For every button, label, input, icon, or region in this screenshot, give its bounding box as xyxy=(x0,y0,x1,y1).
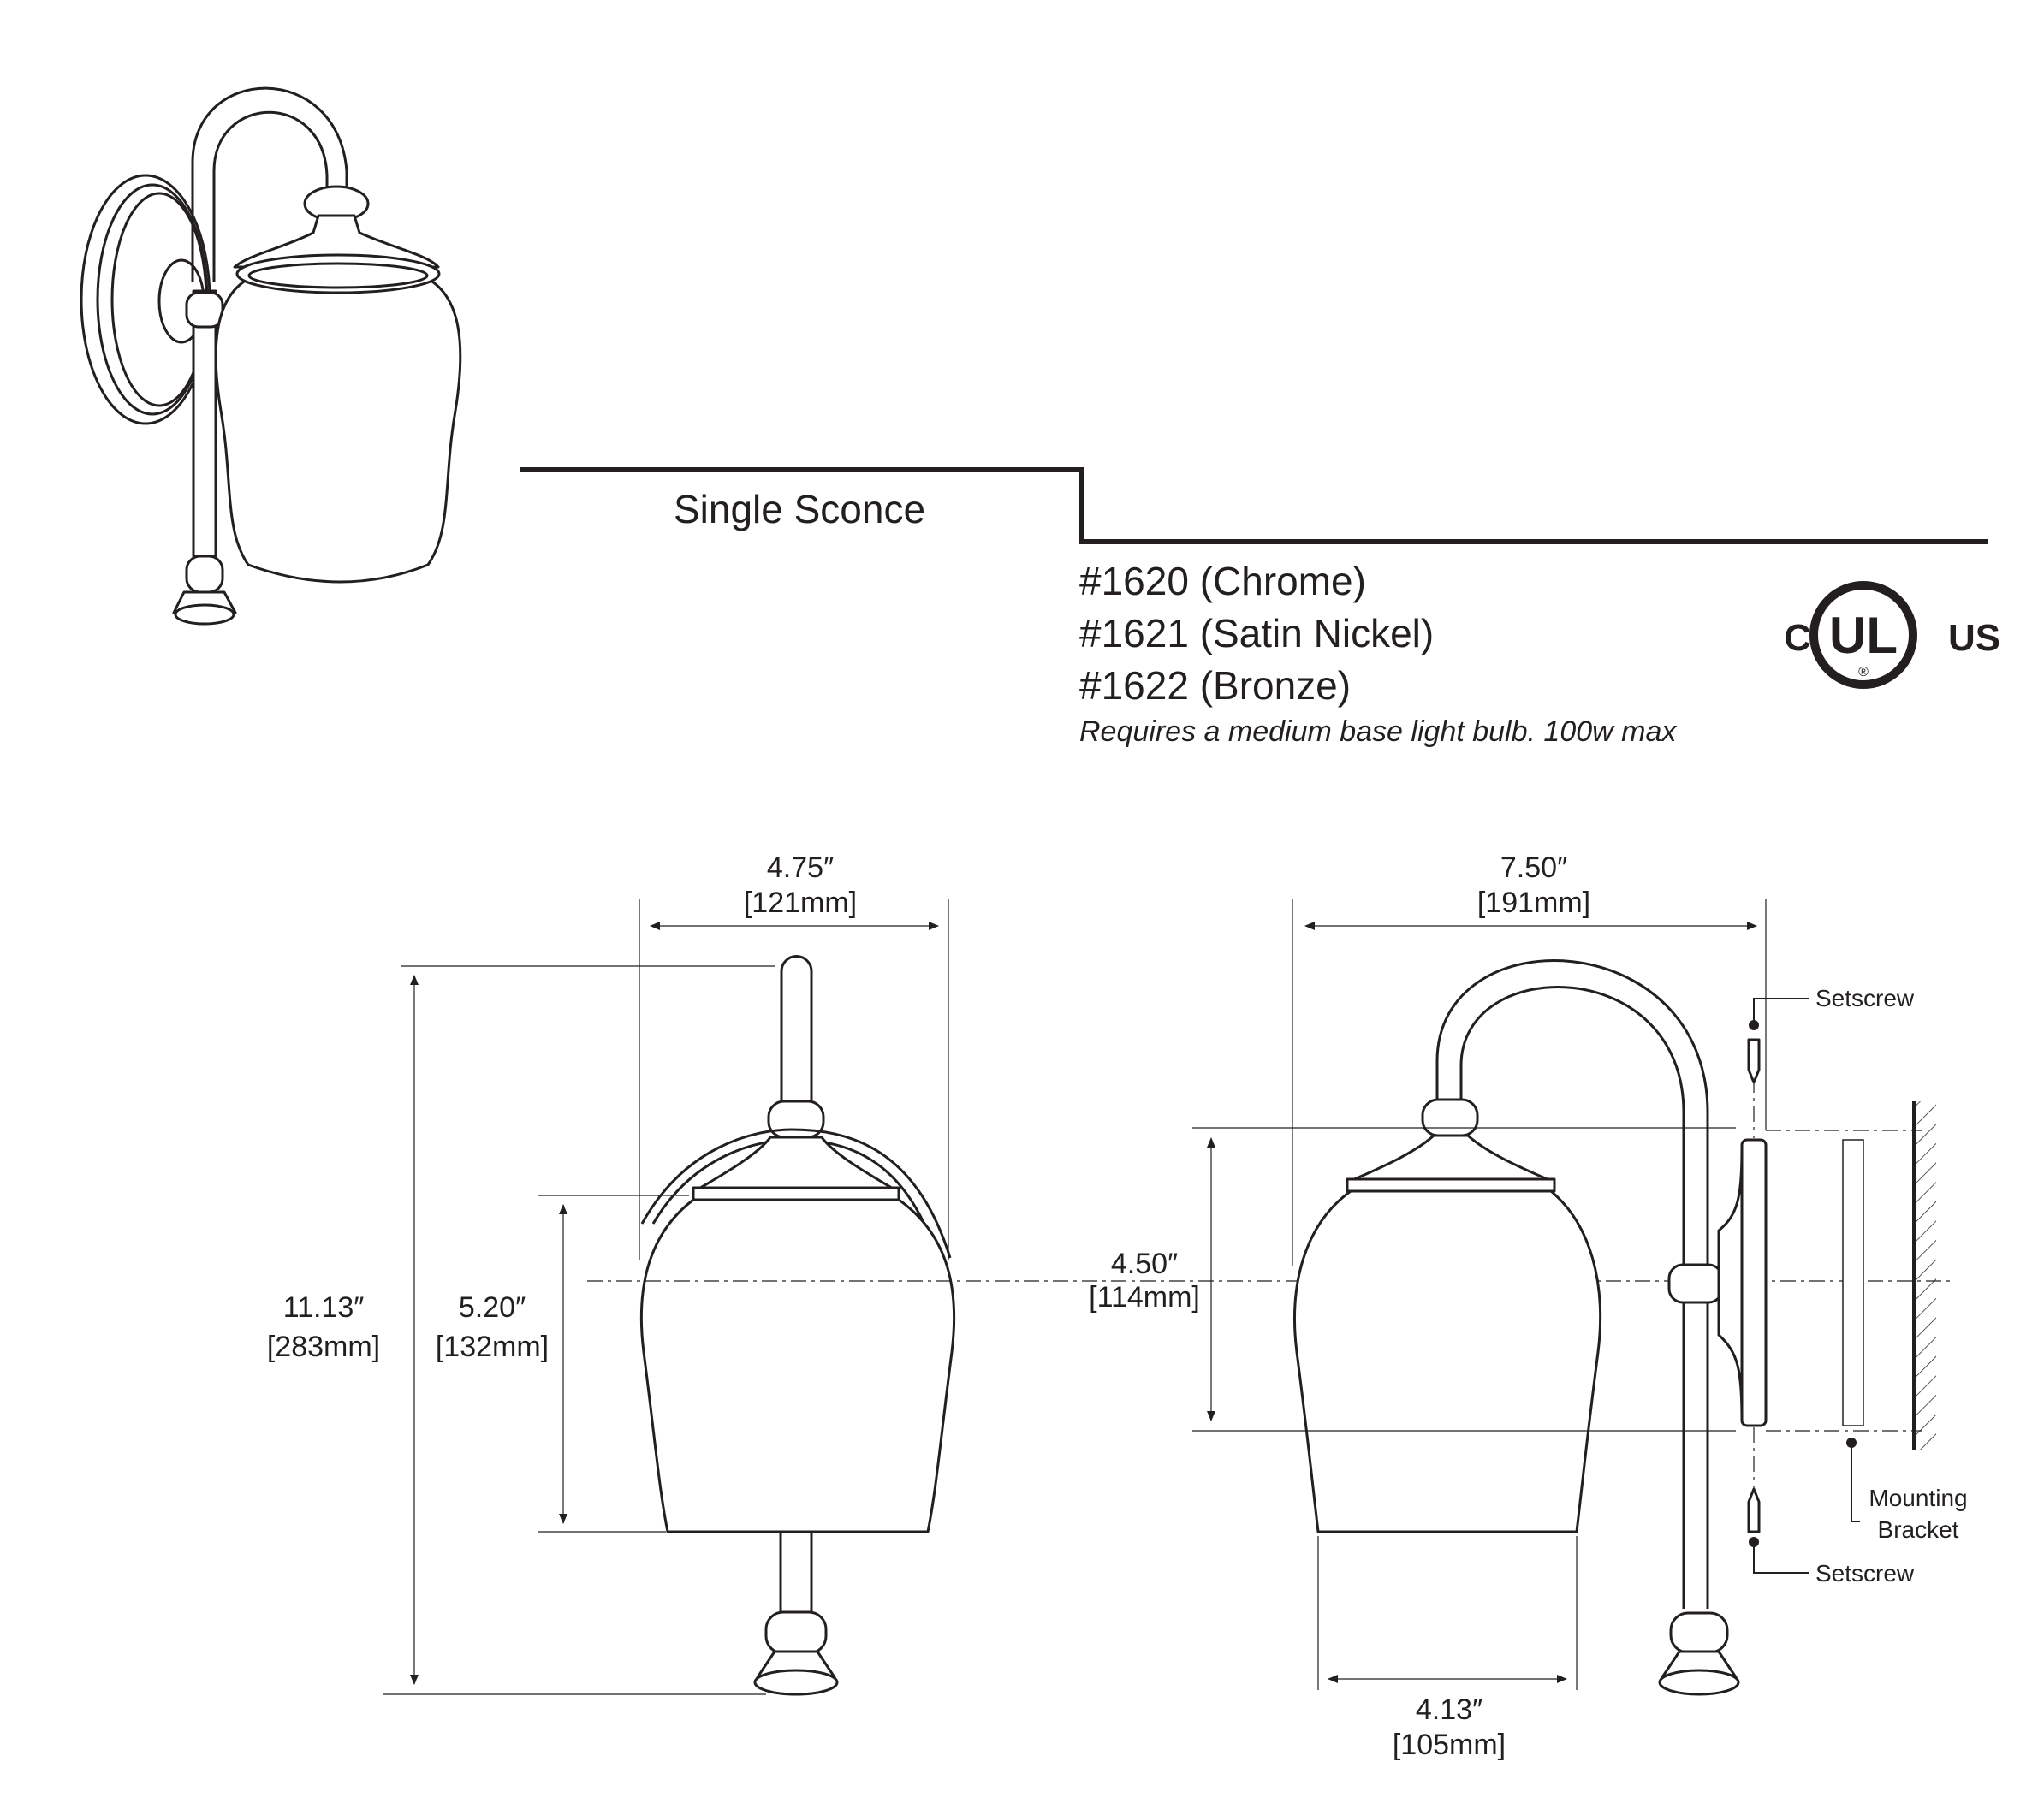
front-height-mm: [283mm] xyxy=(267,1331,380,1363)
ul-registered: ® xyxy=(1858,665,1869,679)
side-shade-width-mm: [105mm] xyxy=(1393,1729,1506,1761)
side-backplate-in: 4.50″ xyxy=(1111,1248,1178,1280)
setscrew-bottom-icon xyxy=(1747,1487,1761,1533)
front-finial-cap xyxy=(753,1669,839,1696)
bracket-label-line2: Bracket xyxy=(1878,1516,1959,1543)
side-backplate-curve xyxy=(1717,1145,1744,1421)
side-shade-rim xyxy=(1346,1177,1556,1193)
mounting-assembly xyxy=(1747,998,1936,1574)
model-list: #1620 (Chrome) #1621 (Satin Nickel) #162… xyxy=(1079,559,1677,748)
banner-rule xyxy=(520,467,1988,544)
setscrew-top-icon xyxy=(1747,1038,1761,1084)
side-backplate xyxy=(1740,1138,1768,1427)
front-view-drawing xyxy=(639,955,956,1696)
side-shade-cap xyxy=(1349,1134,1553,1183)
title-banner: Single Sconce xyxy=(520,467,1988,544)
mounting-bracket xyxy=(1842,1139,1864,1426)
front-shade-height-mm: [132mm] xyxy=(436,1331,549,1363)
post-knuckle xyxy=(185,291,224,329)
shade-cap xyxy=(233,214,440,269)
side-arm-outer xyxy=(1435,959,1709,1609)
front-width-in: 4.75″ xyxy=(767,851,834,884)
front-glass-shade xyxy=(639,1198,956,1533)
glass-shade xyxy=(214,270,462,584)
front-view-dimensions: 4.75″ [121mm] 11.13″ [283mm] 5.20″ [132m… xyxy=(267,851,949,1695)
front-shade-rim xyxy=(692,1186,900,1201)
side-finial-cap xyxy=(1658,1669,1740,1696)
side-arm-inner xyxy=(1459,985,1685,1609)
side-projection-in: 7.50″ xyxy=(1500,851,1567,884)
side-view-drawing xyxy=(1293,959,1768,1696)
product-illustration xyxy=(80,86,462,626)
ul-mark-text: UL xyxy=(1829,607,1898,664)
page-title: Single Sconce xyxy=(674,487,925,531)
arm-inner xyxy=(212,110,329,282)
setscrew-top-label: Setscrew xyxy=(1815,985,1915,1011)
side-finial-ball xyxy=(1669,1611,1729,1654)
front-height-in: 11.13″ xyxy=(283,1291,365,1324)
ul-right-text: US xyxy=(1948,617,2000,659)
front-bottom-rod xyxy=(779,1530,813,1616)
model-item: #1622 (Bronze) xyxy=(1079,663,1351,708)
front-shade-height-in: 5.20″ xyxy=(459,1291,526,1324)
wall-hatch xyxy=(1914,1101,1936,1450)
side-shade-width-in: 4.13″ xyxy=(1416,1693,1482,1726)
side-projection-mm: [191mm] xyxy=(1477,887,1590,919)
setscrew-bottom-label: Setscrew xyxy=(1815,1560,1915,1587)
side-top-knob xyxy=(1421,1098,1479,1137)
bulb-note: Requires a medium base light bulb. 100w … xyxy=(1079,715,1677,748)
front-finial-ball xyxy=(764,1610,828,1655)
side-view-dimensions: 7.50″ [191mm] 4.50″ [114mm] 4.13″ [105mm… xyxy=(1089,851,1767,1761)
side-knuckle xyxy=(1667,1263,1724,1304)
side-glass-shade xyxy=(1293,1189,1602,1533)
side-backplate-mm: [114mm] xyxy=(1089,1281,1200,1314)
side-view-callouts: Setscrew Setscrew Mounting Bracket xyxy=(1815,985,1968,1587)
finial-cap xyxy=(174,603,235,626)
finial-ball xyxy=(185,555,224,594)
front-width-mm: [121mm] xyxy=(744,887,857,919)
model-item: #1621 (Satin Nickel) xyxy=(1079,611,1434,655)
model-item: #1620 (Chrome) xyxy=(1079,559,1366,603)
ul-certification-mark: UL ® C US xyxy=(1784,581,2000,689)
ul-left-text: C xyxy=(1784,617,1811,659)
arm-outer xyxy=(191,86,348,282)
bracket-label-line1: Mounting xyxy=(1869,1485,1967,1511)
post xyxy=(192,289,217,558)
front-stem xyxy=(780,955,813,1106)
